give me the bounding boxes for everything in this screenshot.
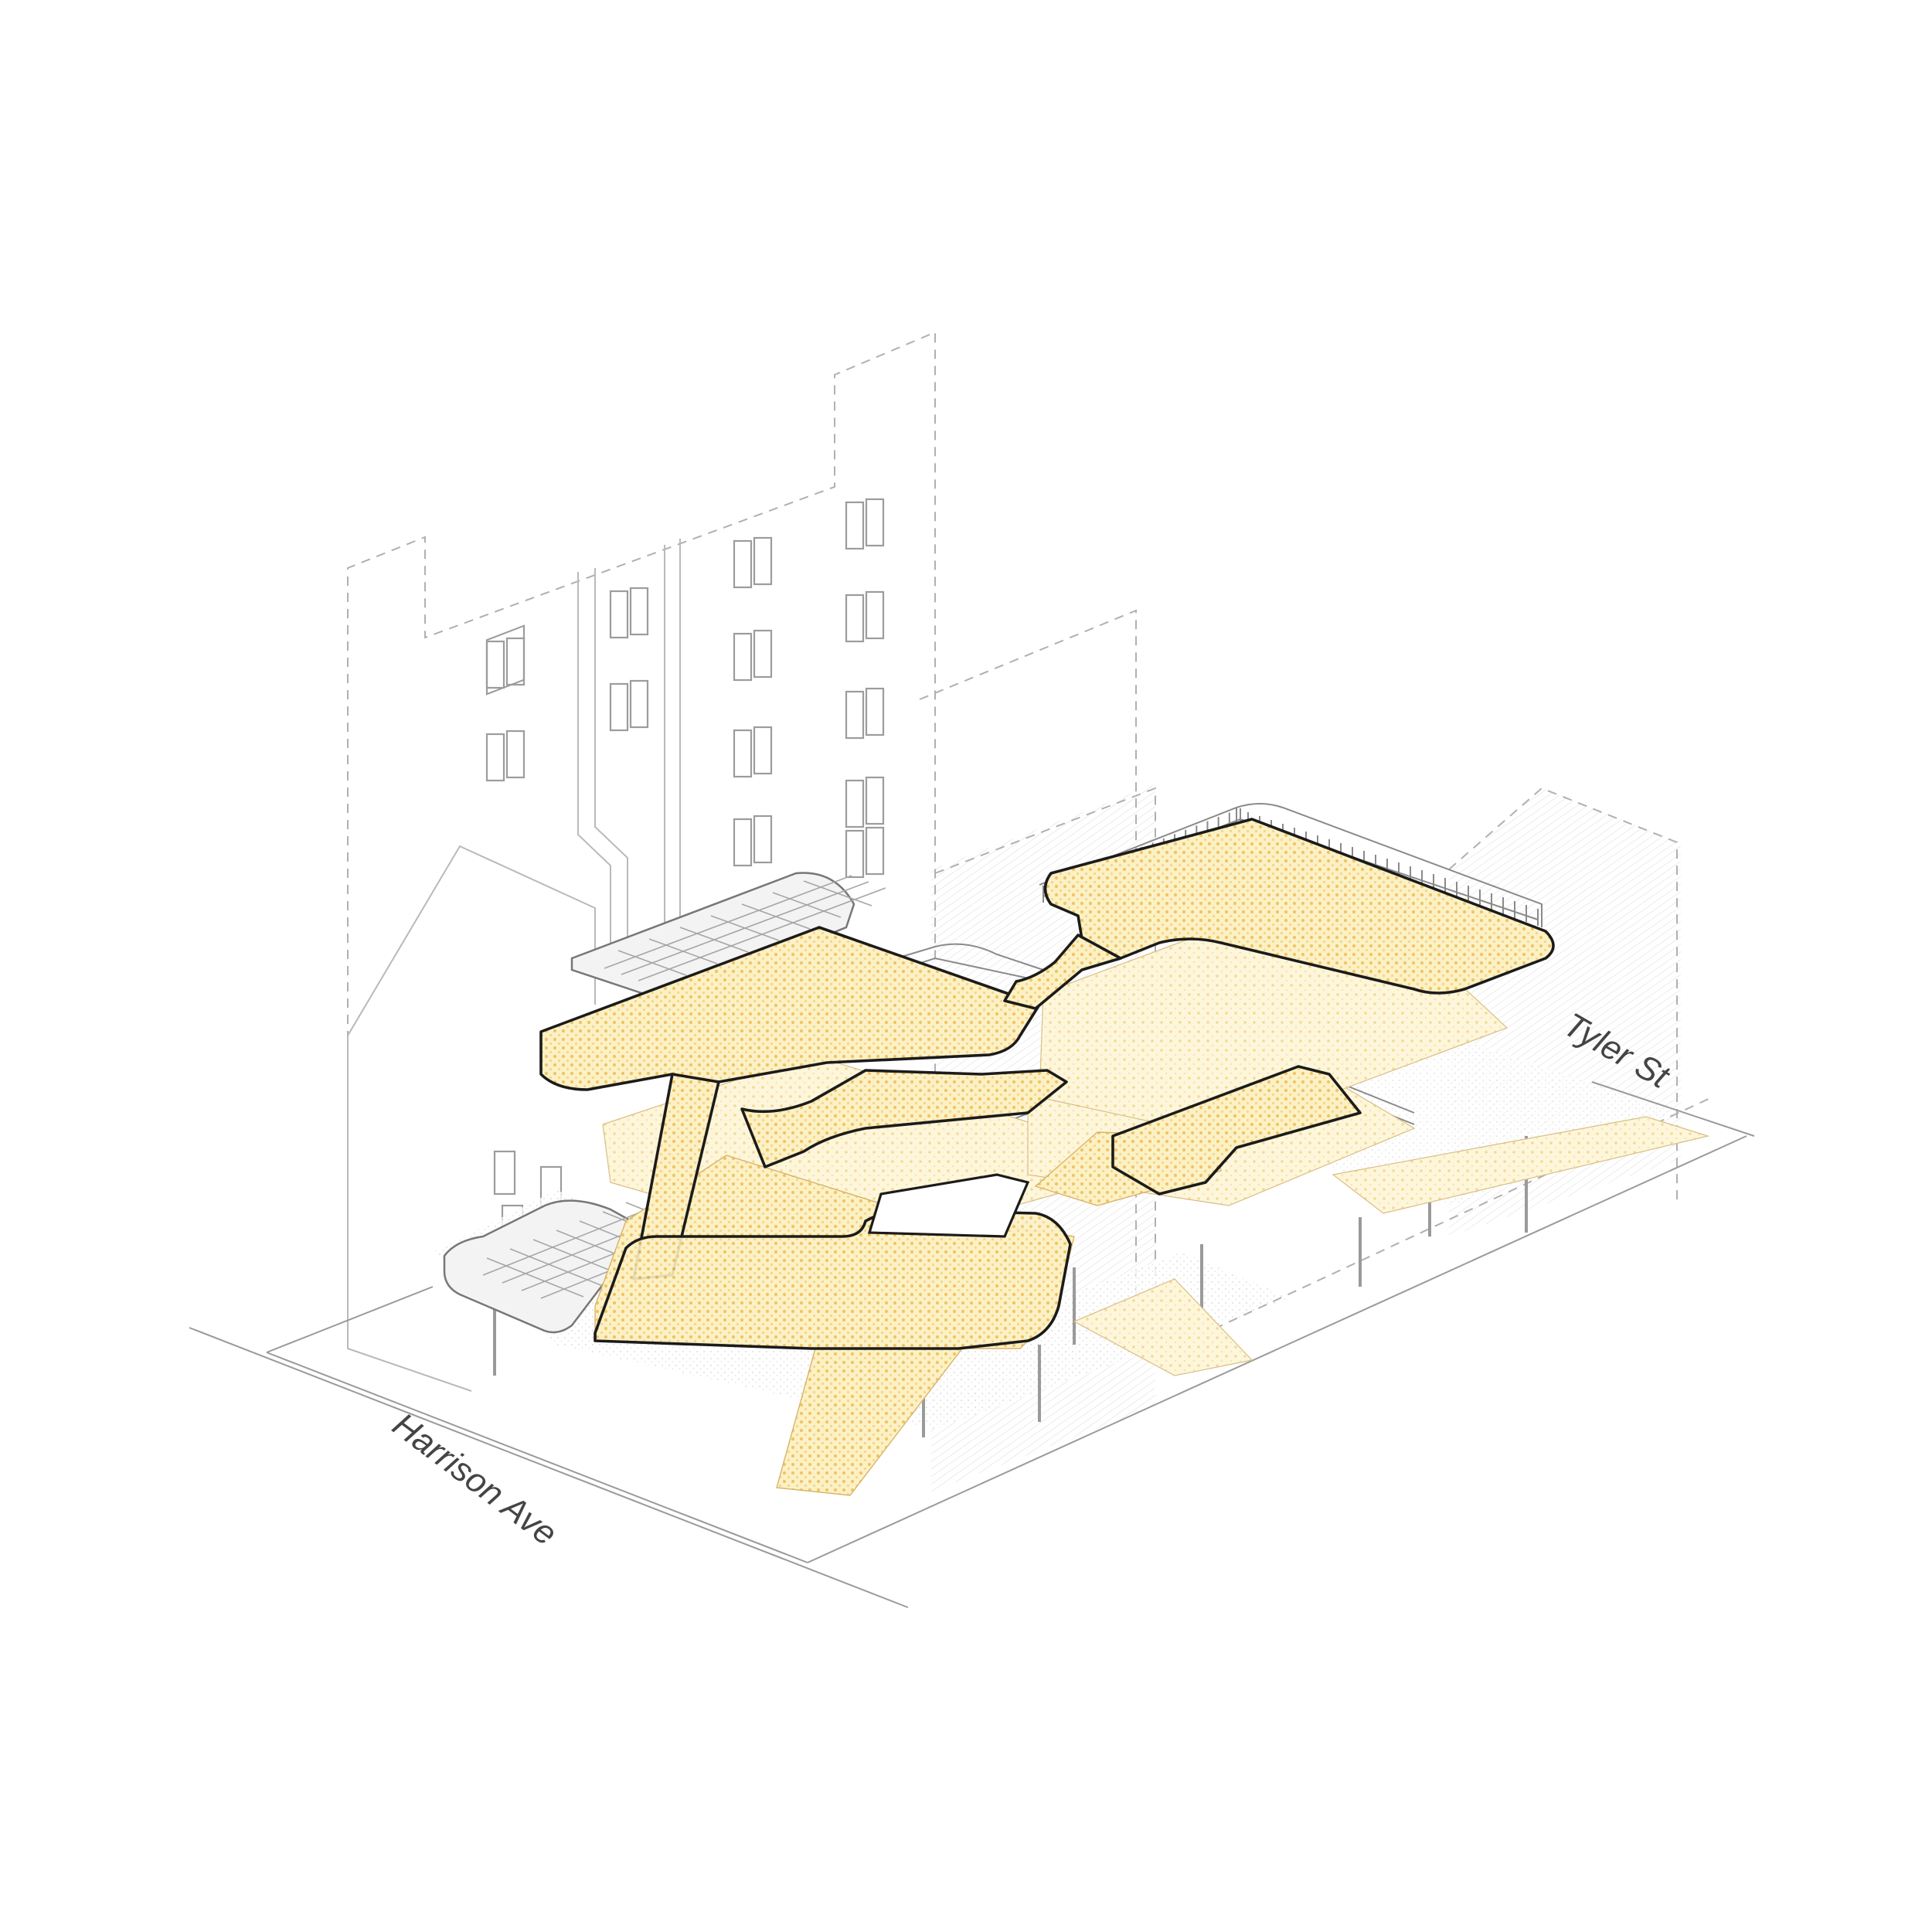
window [733,629,773,682]
window [609,587,649,639]
top-deck-spine [1003,934,1122,1010]
house-outline [347,845,596,1036]
street-label-harrison: Harrison Ave [386,1406,564,1553]
facade-windows [485,498,885,1250]
harrison-sidewalk [266,1352,808,1563]
house-outline-ground [347,1036,472,1392]
right-building-outline [919,609,1137,1298]
property-line [266,1286,434,1353]
far-right-building-outline [1448,787,1678,1206]
window [493,1150,516,1196]
window [733,726,773,778]
tyler-curb [1591,1081,1755,1137]
window [845,826,885,879]
top-deck-arm [1111,1065,1362,1196]
ground-ramp [1073,1278,1253,1376]
window [733,536,773,589]
window [485,637,526,689]
window [609,679,649,732]
low-right-building-outline [934,787,1156,1306]
window [733,815,773,867]
harrison-curb [189,1327,909,1608]
light-well [867,1173,1030,1238]
property-line-2 [807,1135,1747,1563]
window [845,498,885,550]
downspout [577,572,611,974]
top-deck-branch [740,1069,1068,1168]
window [845,776,885,828]
downspout-2 [594,568,628,966]
top-deck-lower-slab [594,1208,1072,1350]
tyler-ramp [1332,1116,1710,1214]
window [845,590,885,643]
window [485,730,526,782]
top-level [539,818,1555,1350]
window [845,687,885,740]
